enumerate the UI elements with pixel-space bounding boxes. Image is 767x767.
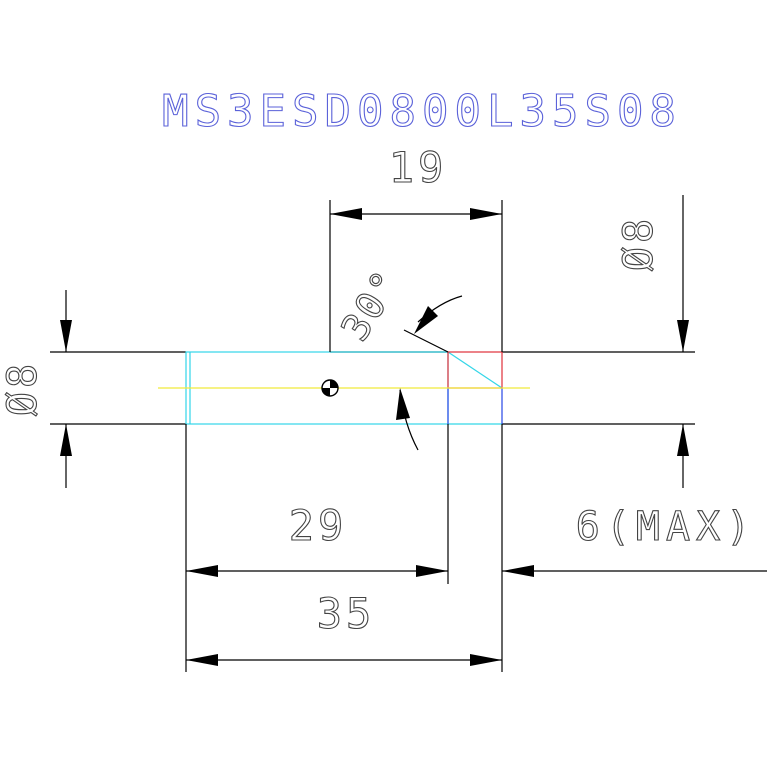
dia-right-arrow-bottom	[677, 424, 689, 456]
center-mark-symbol	[321, 379, 339, 397]
dia-right-arrow-top	[677, 320, 689, 352]
dim19-arrow-left	[330, 208, 362, 220]
angle-ext-line	[403, 329, 449, 353]
angle-arrow-top	[414, 306, 438, 334]
dia-left-arrow-bottom	[60, 424, 72, 456]
dim35-label: 35	[317, 589, 376, 638]
angle-label: 30°	[333, 262, 410, 349]
max6-label: 6(MAX)	[576, 504, 757, 550]
dia-left-arrow-top	[60, 320, 72, 352]
dim29-label: 29	[289, 501, 348, 550]
angle-arrow-bottom	[396, 388, 410, 420]
dim35-arrow-right	[470, 654, 502, 666]
part-number-title: MS3ESD0800L35S08	[162, 86, 682, 137]
dia-right-label: Ø8	[616, 215, 662, 271]
dim29-arrow-right	[416, 565, 448, 577]
dim19-arrow-right	[470, 208, 502, 220]
dia-left-label: Ø8	[0, 360, 46, 416]
dim19-label: 19	[389, 143, 448, 192]
tool-tip-diagonal	[447, 351, 503, 389]
dim35-arrow-left	[186, 654, 218, 666]
max6-arrow	[502, 565, 534, 577]
dim29-arrow-left	[186, 565, 218, 577]
